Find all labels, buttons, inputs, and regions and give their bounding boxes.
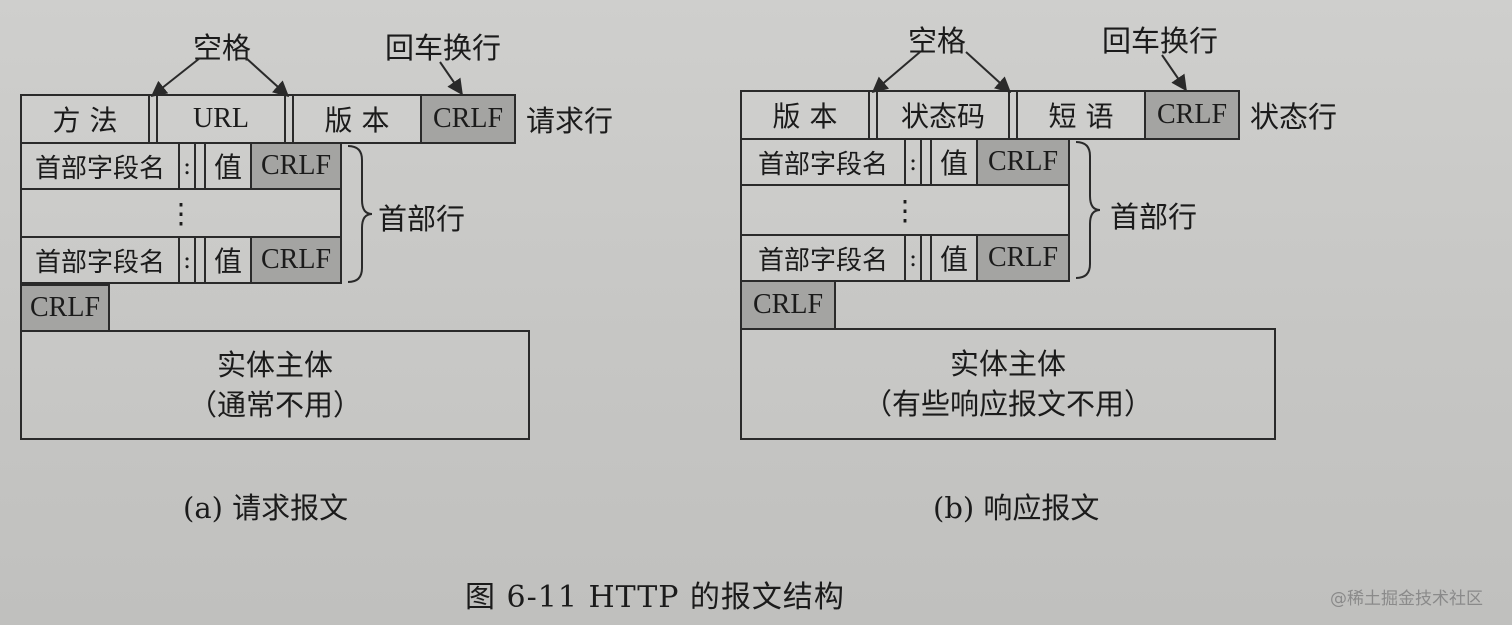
request-entity-body: 实体主体 （通常不用）	[20, 330, 530, 440]
request-version-cell: 版 本	[292, 94, 422, 144]
request-line-crlf-cell: CRLF	[420, 94, 516, 144]
response-header-ellipsis-row: ⋮	[740, 184, 1070, 236]
request-header-crlf-cell: CRLF	[250, 142, 342, 190]
watermark-text: @稀土掘金技术社区	[1330, 589, 1483, 609]
request-header-name-cell: 首部字段名	[20, 236, 180, 284]
response-crlf-label: 回车换行	[1102, 24, 1219, 58]
request-caption: (a) 请求报文	[183, 491, 349, 525]
response-header-value-cell: 值	[930, 138, 978, 186]
response-entity-body: 实体主体 （有些响应报文不用）	[740, 328, 1276, 440]
figure-caption: 图 6-11 HTTP 的报文结构	[465, 580, 845, 615]
response-status-line-label: 状态行	[1250, 100, 1338, 134]
response-caption: (b) 响应报文	[933, 491, 1100, 525]
request-header-crlf-cell: CRLF	[250, 236, 342, 284]
response-header-value-cell: 值	[930, 234, 978, 282]
request-url-cell: URL	[156, 94, 286, 144]
request-header-lines-label: 首部行	[378, 202, 466, 236]
response-version-cell: 版 本	[740, 90, 870, 140]
request-header-value-cell: 值	[204, 142, 252, 190]
request-body-note: （通常不用）	[187, 388, 362, 422]
response-status-line-crlf-cell: CRLF	[1144, 90, 1240, 140]
request-crlf-label: 回车换行	[385, 31, 502, 65]
response-space-label: 空格	[908, 24, 967, 58]
response-body-title: 实体主体	[949, 347, 1066, 381]
request-body-title: 实体主体	[216, 348, 333, 382]
response-space-arrow-1	[871, 51, 921, 94]
request-space-label: 空格	[193, 31, 252, 65]
response-space-arrow-2	[965, 51, 1012, 94]
request-header-ellipsis-row: ⋮	[20, 188, 342, 238]
request-line-label: 请求行	[526, 104, 614, 138]
response-phrase-cell: 短 语	[1016, 90, 1146, 140]
response-header-crlf-cell: CRLF	[976, 234, 1070, 282]
response-header-brace	[1075, 141, 1101, 279]
response-header-lines-label: 首部行	[1110, 200, 1198, 234]
response-body-note: （有些响应报文不用）	[862, 387, 1153, 421]
request-space-arrow-1	[150, 57, 201, 97]
response-blank-line-crlf-cell: CRLF	[740, 280, 836, 330]
request-crlf-arrow	[439, 61, 463, 96]
request-header-brace	[347, 145, 373, 283]
request-space-arrow-2	[245, 57, 290, 98]
response-header-name-cell: 首部字段名	[740, 234, 906, 282]
request-header-value-cell: 值	[204, 236, 252, 284]
response-crlf-arrow	[1161, 54, 1187, 92]
response-header-name-cell: 首部字段名	[740, 138, 906, 186]
request-header-name-cell: 首部字段名	[20, 142, 180, 190]
